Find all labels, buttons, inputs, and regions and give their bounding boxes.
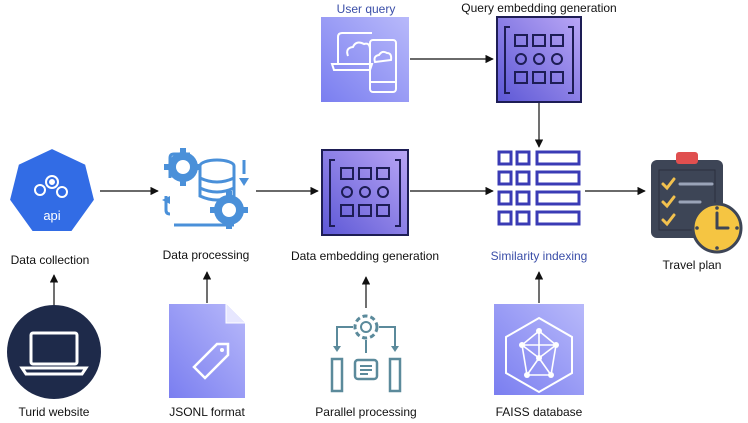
data-embedding-grid-icon [321,149,409,236]
parallel-processing-label: Parallel processing [315,405,417,419]
faiss-network-icon [494,304,584,395]
laptop-icon [7,305,101,399]
api-badge-text: api [43,208,60,223]
query-embedding-grid-icon [496,16,582,103]
jsonl-format-label: JSONL format [169,405,245,419]
file-tag-icon [169,304,245,398]
travel-plan-label: Travel plan [662,258,722,272]
devices-icon [321,17,409,102]
faiss-database-label: FAISS database [495,405,583,419]
clipboard-clock-icon [651,152,743,254]
table-index-icon [497,150,581,226]
data-processing-label: Data processing [162,248,250,262]
data-collection-label: Data collection [10,253,90,267]
similarity-indexing-label: Similarity indexing [490,249,588,263]
gears-database-icon [162,148,249,229]
query-embedding-label: Query embedding generation [461,1,617,15]
turid-website-label: Turid website [18,405,90,419]
arrows [49,54,646,308]
parallel-gear-icon [330,314,402,393]
data-embedding-label: Data embedding generation [290,249,440,263]
user-query-label: User query [336,2,396,16]
api-heptagon-icon: api [7,146,97,233]
